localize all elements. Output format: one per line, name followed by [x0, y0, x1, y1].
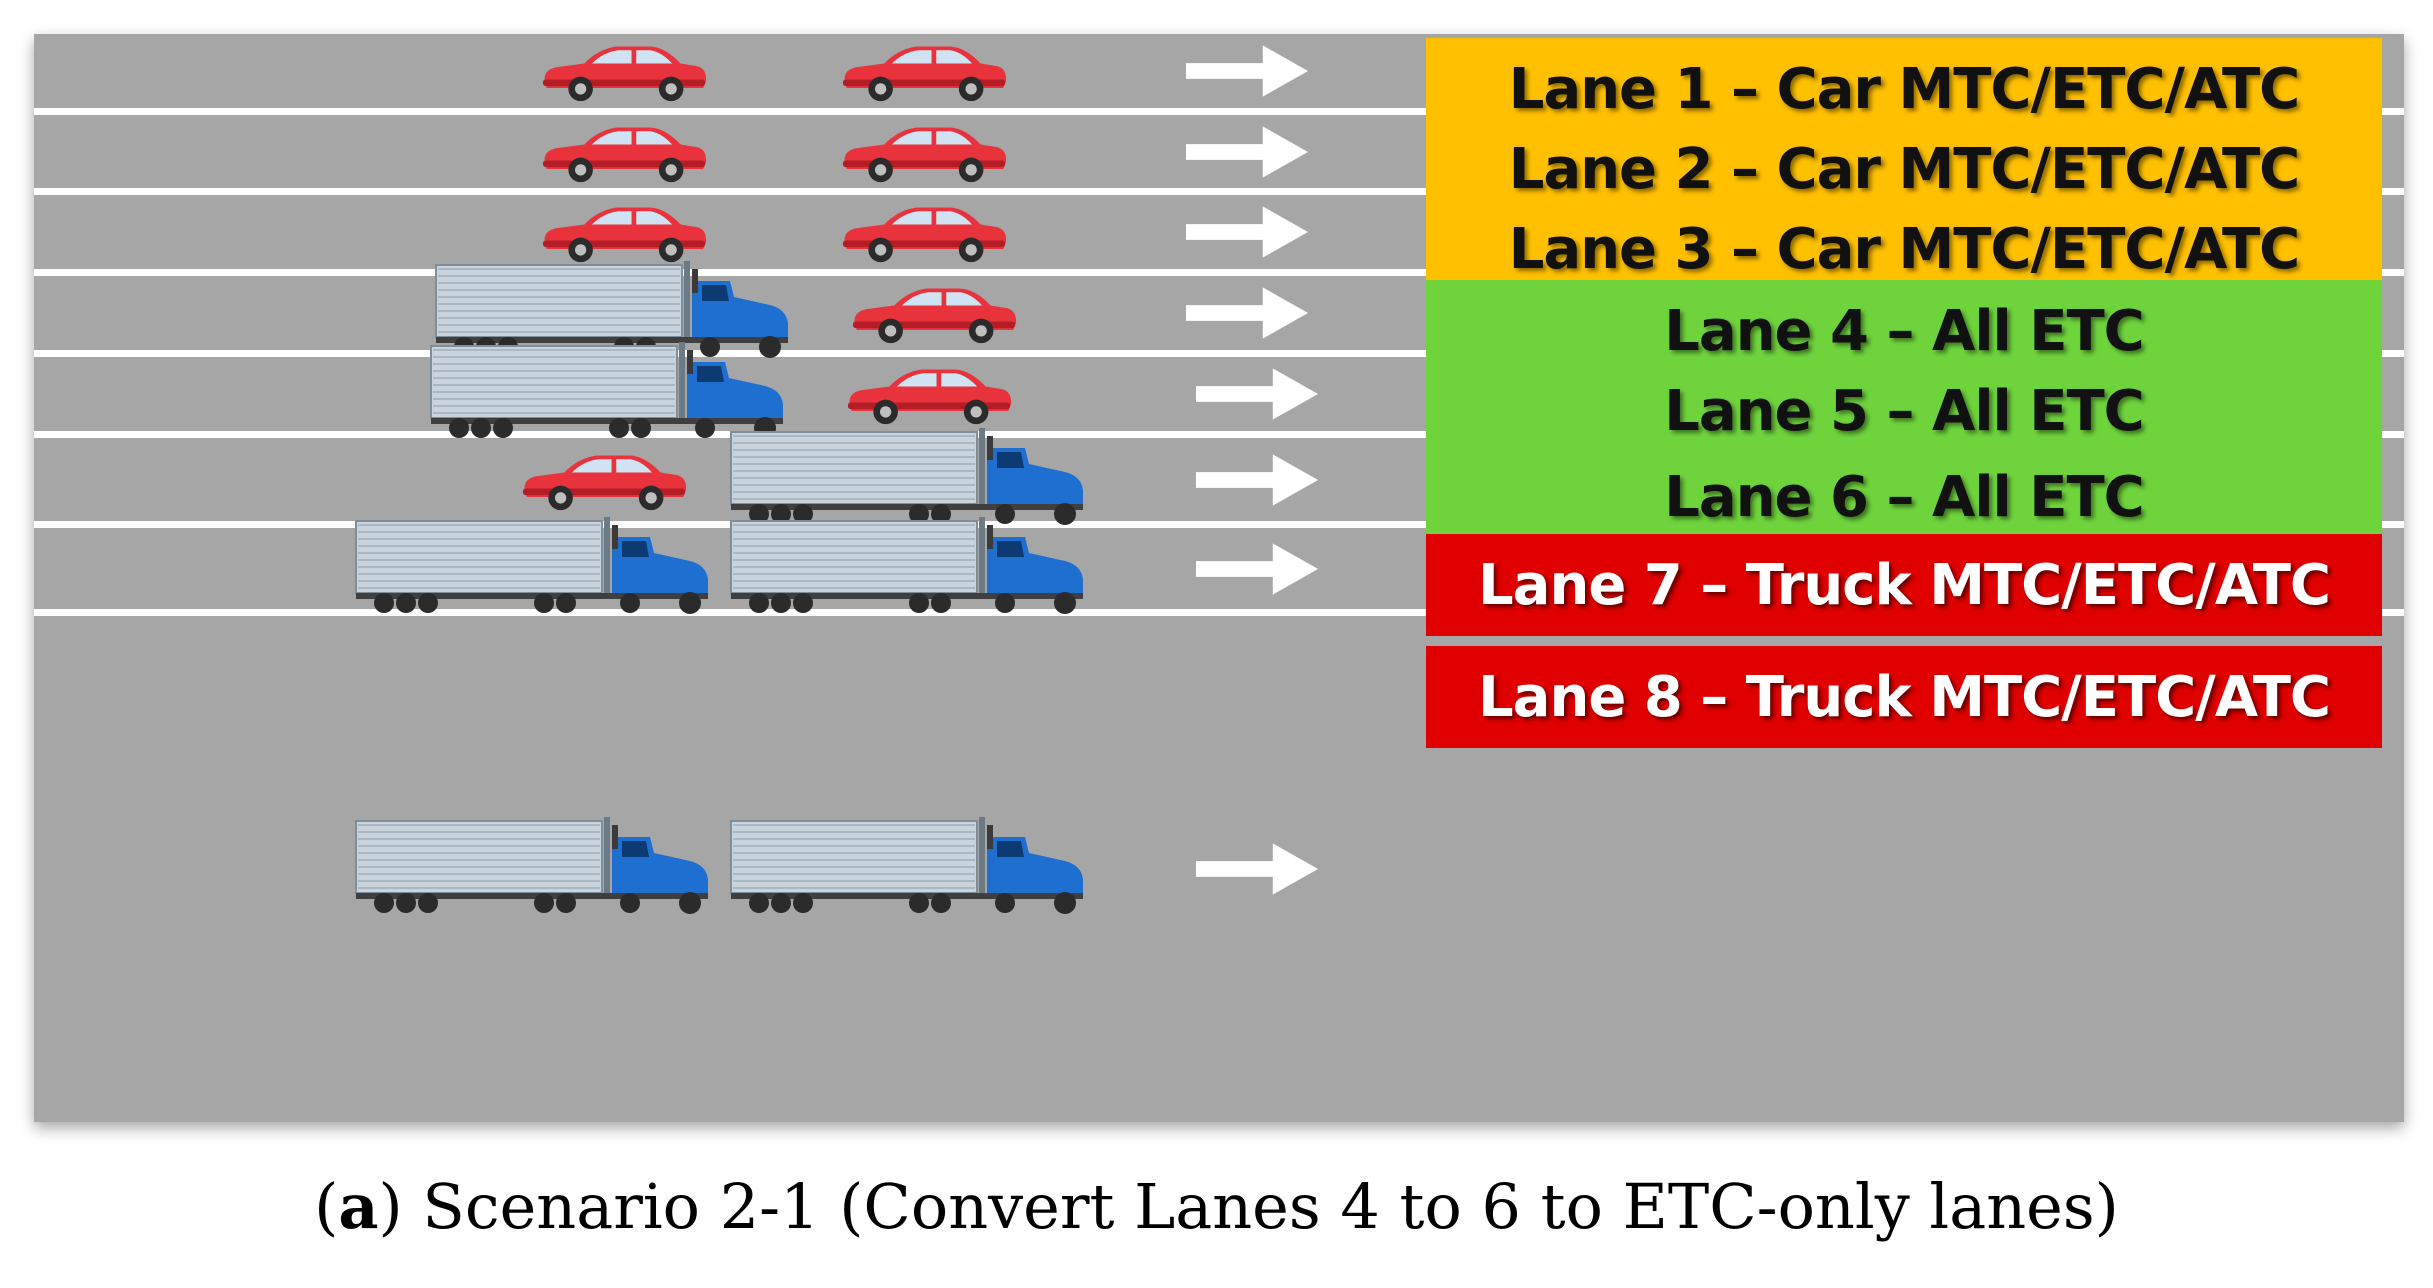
- figure-caption: (a) Scenario 2-1 (Convert Lanes 4 to 6 t…: [0, 1170, 2433, 1243]
- car-icon: [539, 38, 709, 104]
- lane-label: Lane 5 – All ETC: [1426, 360, 2382, 462]
- right-arrow-icon: [1184, 122, 1312, 182]
- car-icon: [839, 119, 1009, 185]
- car-icon: [519, 447, 689, 513]
- car-icon: [844, 361, 1014, 427]
- truck-icon: [434, 261, 794, 361]
- truck-icon: [729, 817, 1089, 917]
- right-arrow-icon: [1184, 283, 1312, 343]
- right-arrow-icon: [1194, 450, 1322, 510]
- right-arrow-icon: [1184, 202, 1312, 262]
- caption-text: ) Scenario 2-1 (Convert Lanes 4 to 6 to …: [378, 1170, 2119, 1243]
- car-icon: [539, 199, 709, 265]
- right-arrow-icon: [1194, 839, 1322, 899]
- lane-divider: [34, 350, 2404, 357]
- truck-icon: [729, 516, 1089, 617]
- lane-label: Lane 8 – Truck MTC/ETC/ATC: [1426, 646, 2382, 748]
- lane-7: [34, 516, 2404, 614]
- car-icon: [839, 38, 1009, 104]
- lane-1: [34, 34, 2404, 108]
- caption-letter: a: [338, 1170, 379, 1243]
- car-icon: [539, 119, 709, 185]
- car-icon: [839, 199, 1009, 265]
- toll-plaza-road: Lane 1 – Car MTC/ETC/ATC Lane 2 – Car MT…: [34, 34, 2404, 1122]
- truck-icon: [354, 516, 714, 617]
- lane-label: Lane 6 – All ETC: [1426, 446, 2382, 548]
- lane-4: [34, 261, 2404, 358]
- right-arrow-icon: [1194, 539, 1322, 599]
- lane-divider: [34, 521, 2404, 528]
- truck-icon: [354, 817, 714, 917]
- lane-label: Lane 7 – Truck MTC/ETC/ATC: [1426, 534, 2382, 636]
- lane-5: [34, 342, 2404, 439]
- car-icon: [849, 280, 1019, 346]
- truck-icon: [729, 427, 1089, 528]
- lane-6: [34, 427, 2404, 525]
- lane-divider: [34, 269, 2404, 276]
- lane-divider: [34, 431, 2404, 438]
- lane-8: [34, 616, 2404, 1122]
- right-arrow-icon: [1194, 364, 1322, 424]
- caption-open-paren: (: [314, 1170, 339, 1243]
- lane-3: [34, 195, 2404, 269]
- lane-2: [34, 115, 2404, 188]
- lane-divider: [34, 188, 2404, 195]
- lane-divider: [34, 609, 2404, 616]
- truck-icon: [429, 342, 789, 442]
- lane-divider: [34, 108, 2404, 115]
- right-arrow-icon: [1184, 41, 1312, 101]
